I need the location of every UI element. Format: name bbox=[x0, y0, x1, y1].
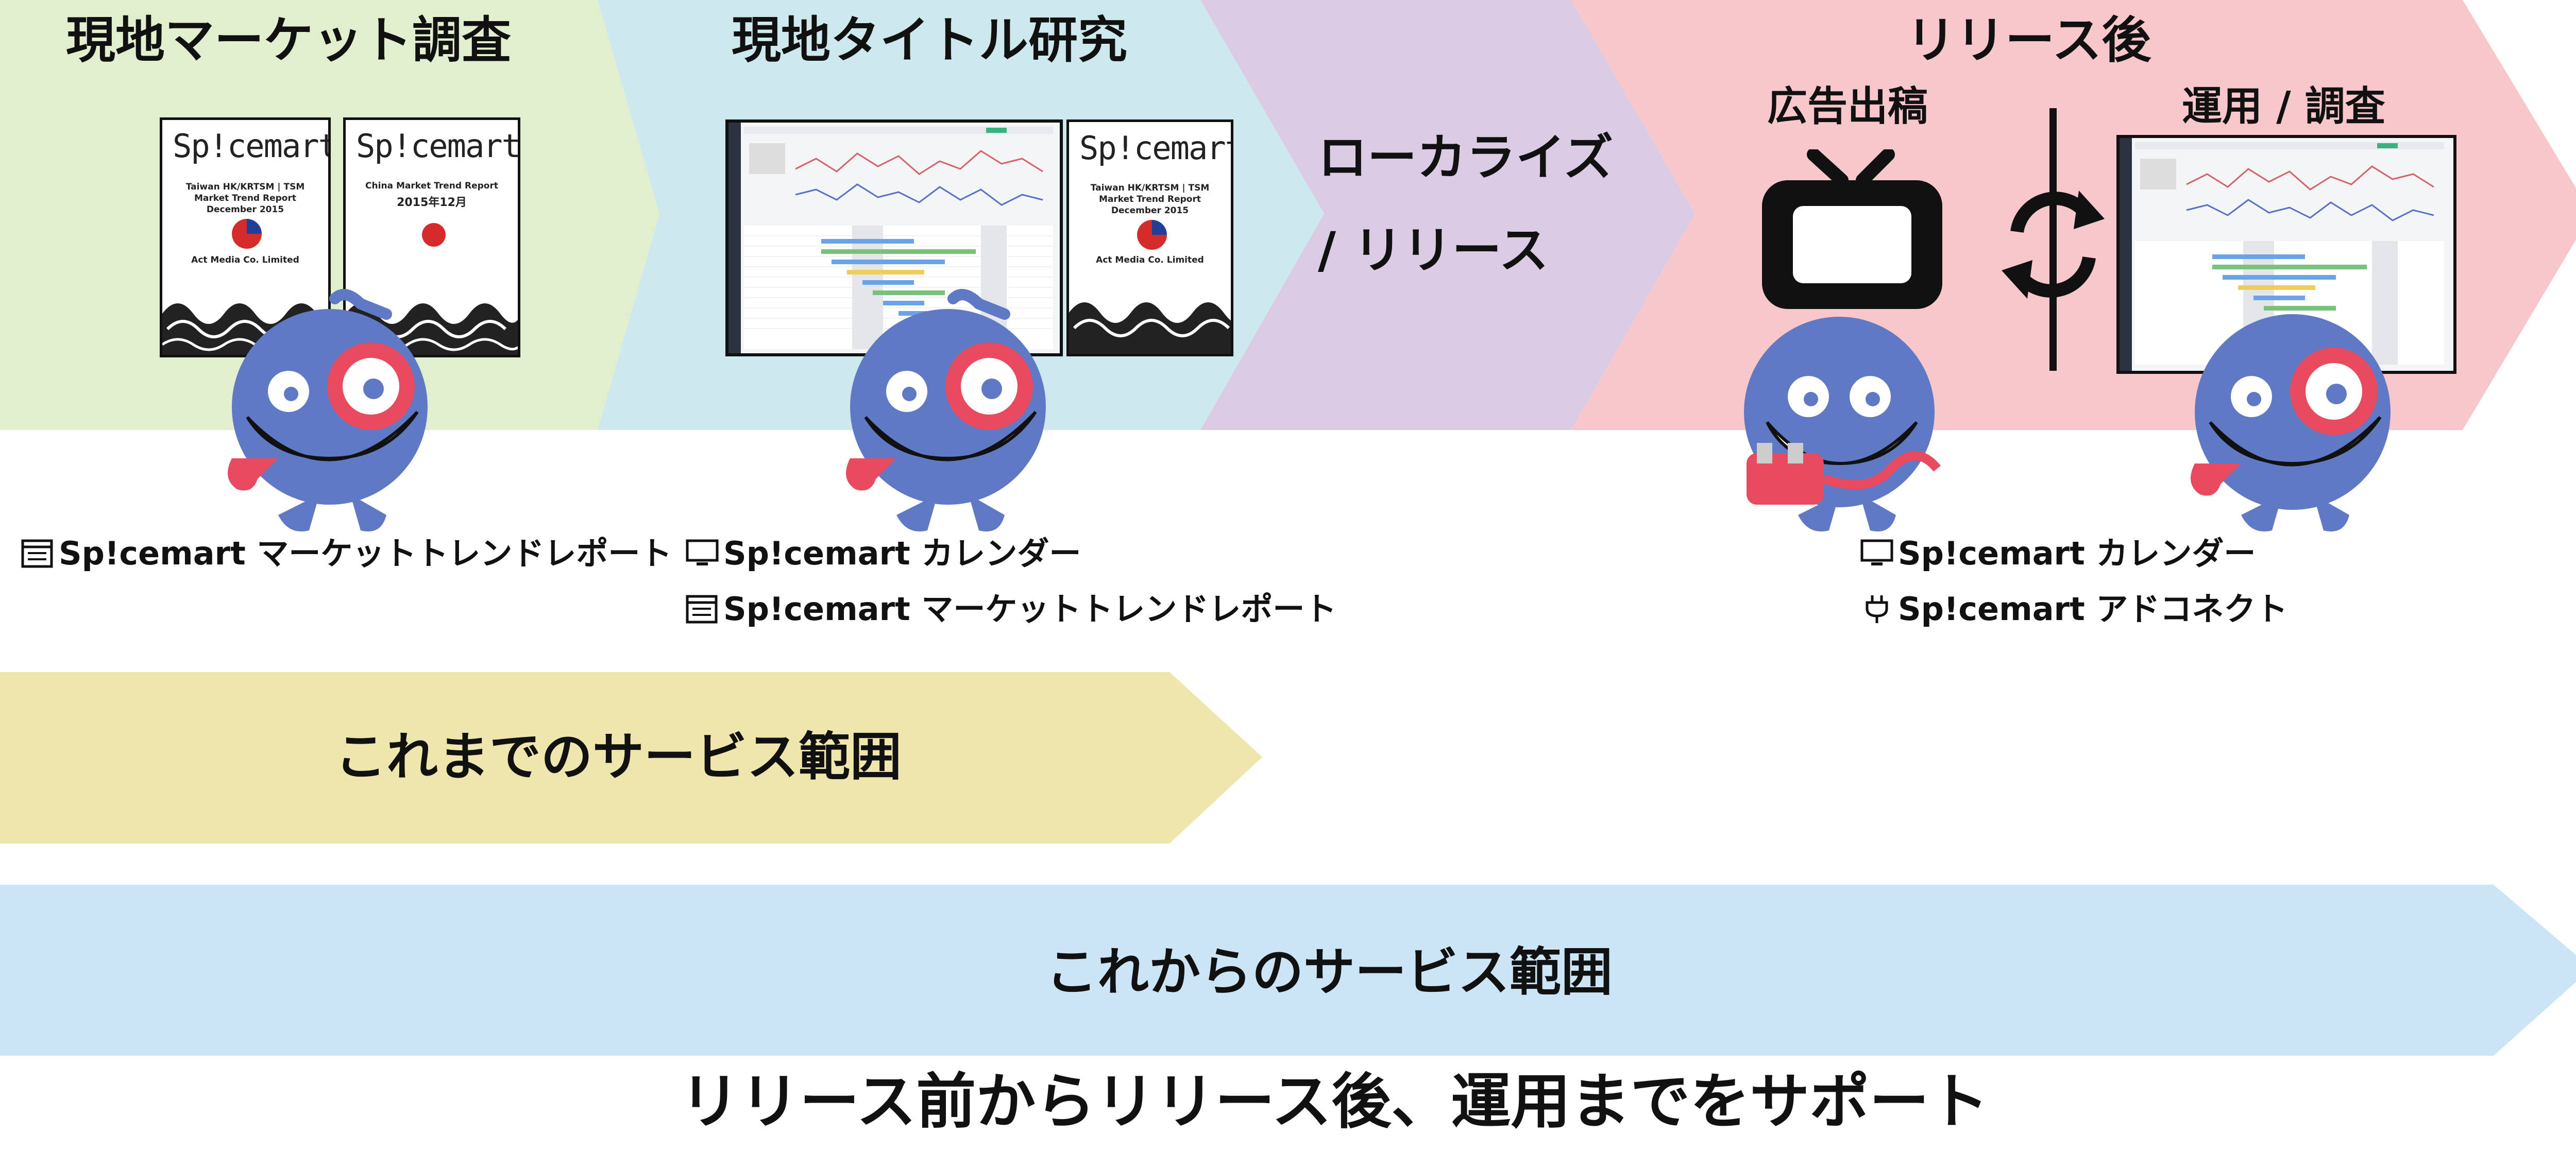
stage-title-research: 現地タイトル研究 bbox=[732, 11, 1127, 69]
tool-market-report: Sp!cemart マーケットトレンドレポート bbox=[21, 538, 672, 570]
report-logo: Sp!cemart bbox=[356, 127, 520, 165]
band-current-arrow bbox=[0, 672, 1262, 844]
tool-post-adconnect: Sp!cemart アドコネクト bbox=[1860, 593, 2287, 625]
report-icon bbox=[686, 595, 718, 624]
stage-title-localize-line2: / リリース bbox=[1318, 221, 1549, 279]
report-icon bbox=[21, 539, 53, 568]
stage-title-market: 現地マーケット調査 bbox=[66, 11, 511, 69]
taiwan-report-thumbnail-2: Sp!cemart Taiwan HK/KRTSM | TSM Market T… bbox=[1066, 119, 1233, 356]
footer-tagline: リリース前からリリース後、運用までをサポート bbox=[680, 1067, 1989, 1137]
monitor-icon bbox=[686, 539, 719, 565]
stage-title-post-release: リリース後 bbox=[1906, 11, 2151, 69]
taiwan-flag-icon bbox=[1137, 220, 1167, 250]
china-report-thumbnail: Sp!cemart China Market Trend Report 2015… bbox=[343, 117, 520, 357]
report-logo: Sp!cemart bbox=[1079, 129, 1233, 167]
stage-title-localize-line1: ローカライズ bbox=[1318, 129, 1614, 186]
band-current-label: これまでのサービス範囲 bbox=[335, 727, 902, 787]
band-future-label: これからのサービス範囲 bbox=[1046, 942, 1613, 1002]
mascot-magnifier-2 bbox=[846, 289, 1046, 531]
mascot-crowd-illustration bbox=[1069, 302, 1231, 354]
ad-placement-label: 広告出稿 bbox=[1767, 83, 1928, 130]
operation-research-label: 運用 / 調査 bbox=[2182, 83, 2385, 130]
taiwan-flag-icon bbox=[232, 219, 262, 249]
tool-post-calendar: Sp!cemart カレンダー bbox=[1860, 538, 2256, 570]
tool-research-calendar: Sp!cemart カレンダー bbox=[685, 538, 1081, 570]
monitor-icon bbox=[1860, 539, 1893, 565]
tv-icon bbox=[1762, 149, 1942, 309]
report-logo: Sp!cemart bbox=[173, 127, 331, 165]
mascot-magnifier-1 bbox=[228, 289, 428, 531]
china-flag-icon bbox=[422, 223, 446, 247]
plug-icon bbox=[1866, 595, 1888, 623]
tool-research-report: Sp!cemart マーケットトレンドレポート bbox=[685, 593, 1336, 625]
mascot-magnifier-3 bbox=[2191, 314, 2391, 531]
band-future-arrow bbox=[0, 885, 2576, 1056]
stage-arrow-localize bbox=[1200, 0, 1695, 430]
mascot-plug bbox=[1744, 317, 1941, 531]
cycle-icon bbox=[2002, 108, 2105, 371]
